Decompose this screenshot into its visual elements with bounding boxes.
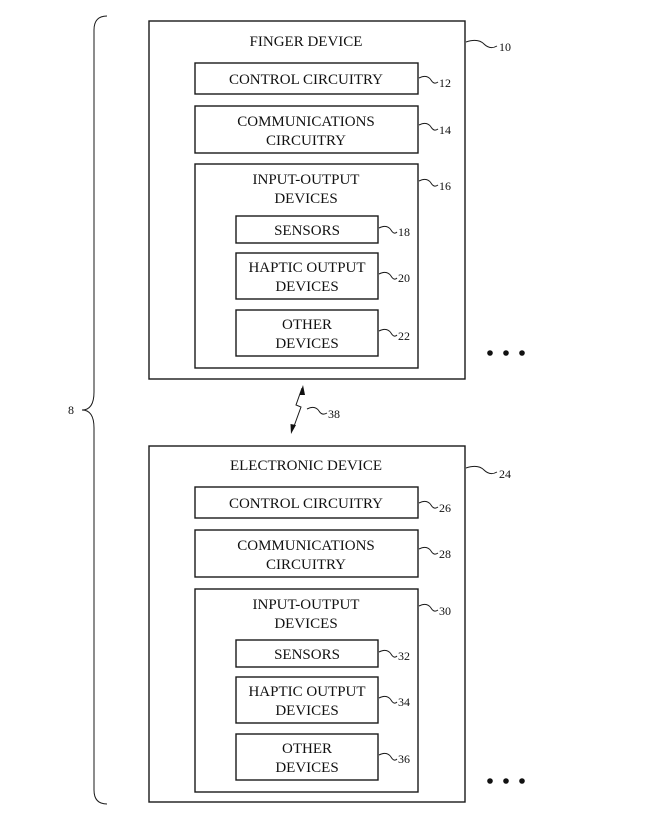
finger-device: FINGER DEVICE 10 CONTROL CIRCUITRY 12 CO…	[148, 20, 511, 380]
finger-device-ref: 10	[499, 40, 511, 54]
electronic-input-output-ref: 30	[439, 604, 451, 618]
finger-input-output-leader	[418, 178, 439, 187]
electronic-haptic-output-leader	[378, 695, 398, 704]
electronic-other-devices-leader	[378, 752, 398, 761]
electronic-other-devices-line2: DEVICES	[275, 760, 338, 776]
finger-haptic-output-leader	[378, 271, 398, 280]
electronic-haptic-output-line2: DEVICES	[275, 703, 338, 719]
electronic-device: ELECTRONIC DEVICE 24 CONTROL CIRCUITRY 2…	[148, 445, 511, 803]
electronic-other-devices-box	[235, 733, 379, 781]
finger-other-devices-leader	[378, 328, 398, 337]
finger-haptic-output-line1: HAPTIC OUTPUT	[248, 260, 365, 276]
finger-input-output-line2: DEVICES	[274, 191, 337, 207]
electronic-sensors-leader	[378, 649, 398, 658]
finger-communications-circuitry-box	[194, 105, 419, 154]
wireless-link-arrowhead-down	[290, 424, 296, 434]
electronic-control-circuitry-ref: 26	[439, 501, 451, 515]
finger-device-leader	[465, 39, 498, 49]
finger-control-circuitry-ref: 12	[439, 76, 451, 90]
finger-control-circuitry-label: CONTROL CIRCUITRY	[229, 72, 383, 88]
electronic-input-output-leader	[418, 603, 439, 612]
finger-other-devices-line2: DEVICES	[275, 336, 338, 352]
electronic-device-leader	[465, 465, 498, 475]
wireless-link-leader	[306, 406, 328, 415]
finger-device-title: FINGER DEVICE	[250, 34, 363, 50]
electronic-sensors-label: SENSORS	[274, 647, 340, 663]
wireless-link-arrowhead-up	[299, 385, 305, 395]
finger-haptic-output-box	[235, 252, 379, 300]
electronic-input-output-line1: INPUT-OUTPUT	[253, 597, 360, 613]
finger-haptic-output-ref: 20	[398, 271, 410, 285]
finger-sensors-label: SENSORS	[274, 223, 340, 239]
finger-sensors-leader	[378, 225, 398, 234]
finger-device-ellipsis	[487, 350, 525, 356]
finger-communications-line2: CIRCUITRY	[266, 133, 346, 149]
electronic-haptic-output-box	[235, 676, 379, 724]
finger-control-circuitry-box	[194, 62, 419, 95]
electronic-input-output-line2: DEVICES	[274, 616, 337, 632]
finger-other-devices-ref: 22	[398, 329, 410, 343]
electronic-haptic-output-line1: HAPTIC OUTPUT	[248, 684, 365, 700]
electronic-communications-circuitry-box	[194, 529, 419, 578]
finger-communications-leader	[418, 122, 439, 131]
electronic-sensors-ref: 32	[398, 649, 410, 663]
electronic-device-title: ELECTRONIC DEVICE	[230, 458, 382, 474]
finger-haptic-output-line2: DEVICES	[275, 279, 338, 295]
system-bracket	[81, 15, 108, 805]
wireless-link: 38	[290, 385, 340, 434]
wireless-link-zigzag	[292, 387, 303, 430]
electronic-communications-ref: 28	[439, 547, 451, 561]
finger-communications-ref: 14	[439, 123, 451, 137]
finger-input-output-ref: 16	[439, 179, 451, 193]
electronic-communications-line1: COMMUNICATIONS	[237, 538, 375, 554]
electronic-haptic-output-ref: 34	[398, 695, 410, 709]
electronic-other-devices-line1: OTHER	[282, 741, 332, 757]
electronic-control-circuitry-label: CONTROL CIRCUITRY	[229, 496, 383, 512]
finger-sensors-ref: 18	[398, 225, 410, 239]
finger-input-output-line1: INPUT-OUTPUT	[253, 172, 360, 188]
electronic-device-ellipsis	[487, 778, 525, 784]
electronic-control-circuitry-leader	[418, 500, 439, 509]
finger-other-devices-box	[235, 309, 379, 357]
electronic-communications-leader	[418, 546, 439, 555]
electronic-control-circuitry-box	[194, 486, 419, 519]
finger-sensors-box	[235, 215, 379, 244]
electronic-other-devices-ref: 36	[398, 752, 410, 766]
finger-communications-line1: COMMUNICATIONS	[237, 114, 375, 130]
electronic-communications-line2: CIRCUITRY	[266, 557, 346, 573]
electronic-device-ref: 24	[499, 467, 511, 481]
finger-other-devices-line1: OTHER	[282, 317, 332, 333]
electronic-sensors-box	[235, 639, 379, 668]
wireless-link-ref: 38	[328, 407, 340, 421]
finger-control-circuitry-leader	[418, 75, 439, 84]
system-ref-label: 8	[68, 403, 74, 417]
